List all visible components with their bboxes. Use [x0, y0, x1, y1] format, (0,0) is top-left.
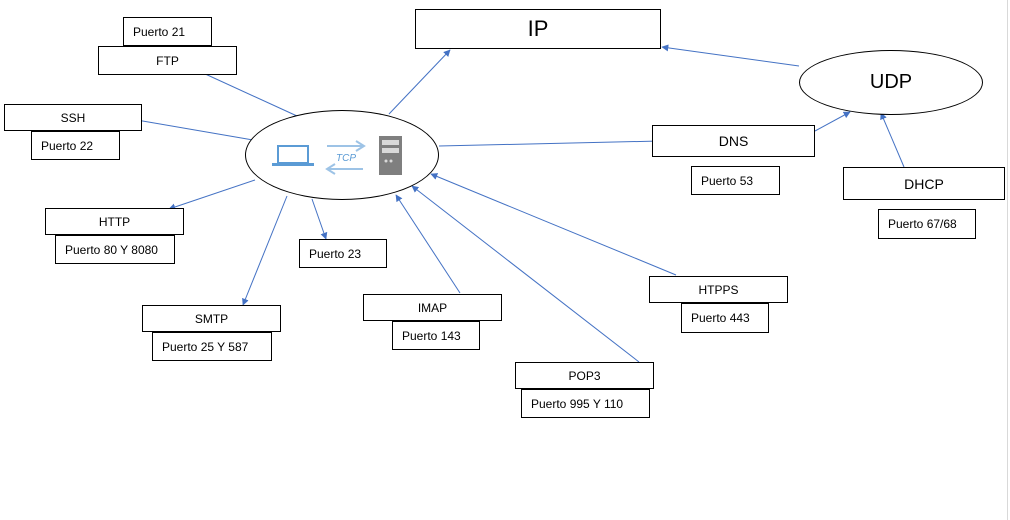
https-box: HTPPS — [649, 276, 788, 303]
dns-box: DNS — [652, 125, 815, 157]
http-port-box: Puerto 80 Y 8080 — [55, 235, 175, 264]
imap-box: IMAP — [363, 294, 502, 321]
ssh-box: SSH — [4, 104, 142, 131]
arrow-tcp-ssh — [130, 116, 254, 141]
arrow-tcp-http — [168, 179, 256, 211]
tcp-icons: TCP — [272, 136, 402, 175]
udp-ellipse: UDP — [799, 50, 983, 115]
ftp-box: FTP — [98, 46, 237, 75]
smtp-box: SMTP — [142, 305, 281, 332]
udp-label: UDP — [869, 71, 913, 93]
arrow-dhcp-udp — [880, 112, 905, 168]
pop3-port-box: Puerto 995 Y 110 — [521, 389, 650, 418]
page-edge-divider — [1007, 0, 1008, 520]
pop3-box: POP3 — [515, 362, 654, 389]
http-box: HTTP — [45, 208, 184, 235]
arrow-tcp-smtp — [242, 195, 288, 306]
dhcp-box: DHCP — [843, 167, 1005, 200]
telnet-port-box: Puerto 23 — [299, 239, 387, 268]
tcp-label: TCP — [336, 153, 356, 164]
arrow-tcp-telnet — [311, 198, 328, 240]
dhcp-port-box: Puerto 67/68 — [878, 209, 976, 239]
arrow-imap-tcp — [395, 194, 461, 294]
tcp-ellipse: TCP — [245, 110, 439, 200]
arrow-tcp-ip — [388, 49, 451, 115]
ip-box: IP — [415, 9, 661, 49]
ssh-port-box: Puerto 22 — [31, 131, 120, 160]
server-icon — [379, 136, 402, 175]
arrow-tcp-ftp — [189, 66, 298, 117]
arrow-https-tcp — [430, 173, 677, 276]
arrow-dns-udp — [814, 111, 851, 132]
arrow-tcp-dns — [438, 137, 661, 147]
imap-port-box: Puerto 143 — [392, 321, 480, 350]
ftp-port-box: Puerto 21 — [123, 17, 212, 46]
tcp-exchange-arrows-icon: TCP — [325, 140, 366, 175]
arrow-udp-ip — [661, 44, 800, 67]
https-port-box: Puerto 443 — [681, 303, 769, 333]
dns-port-box: Puerto 53 — [691, 166, 780, 195]
arrow-pop3-tcp — [411, 185, 640, 363]
laptop-icon — [272, 145, 314, 166]
smtp-port-box: Puerto 25 Y 587 — [152, 332, 272, 361]
